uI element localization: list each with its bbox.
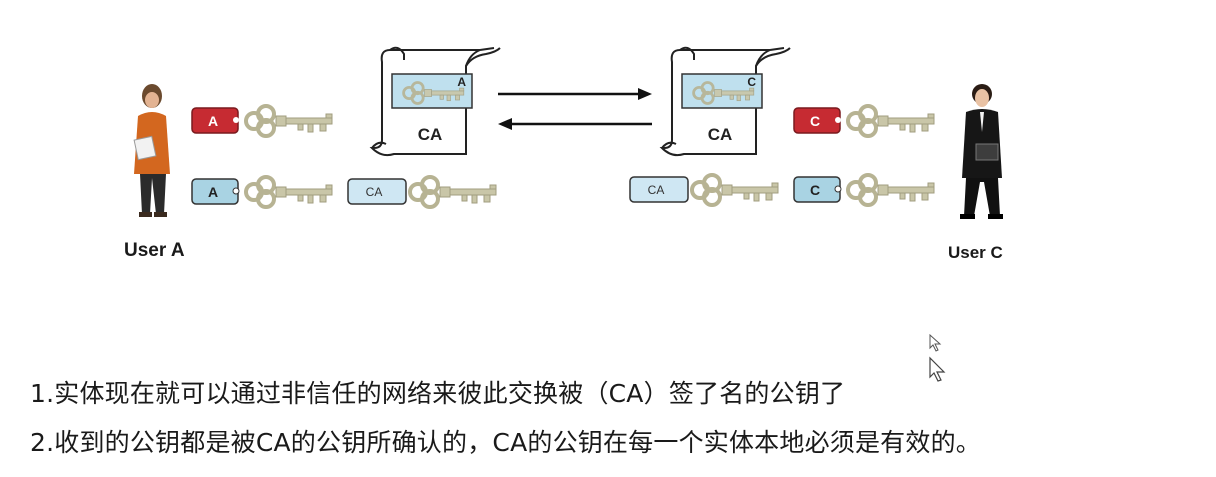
key-ca-left: CA	[347, 175, 498, 209]
cursor-icon	[929, 356, 946, 382]
certificate-exchange-diagram: A A CA A CA C CA	[124, 46, 1003, 262]
key-a-public: A	[191, 175, 334, 209]
key-c-public-tag: C	[810, 182, 820, 198]
user-c-figure	[960, 84, 1003, 219]
user-a-label: User A	[124, 240, 185, 261]
certificate-right-label: CA	[708, 125, 733, 144]
caption-line-1: 1.实体现在就可以通过非信任的网络来彼此交换被（CA）签了名的公钥了	[30, 379, 846, 408]
cursor-small-icon	[929, 334, 942, 352]
certificate-left: A CA	[371, 46, 501, 157]
key-ca-right-tag: CA	[648, 183, 665, 197]
certificate-left-label: CA	[418, 125, 443, 144]
key-a-public-tag: A	[208, 184, 218, 200]
key-a-private: A	[191, 104, 334, 138]
certificate-left-subject: A	[457, 75, 466, 89]
key-c-public: C	[793, 173, 936, 207]
caption-line-2: 2.收到的公钥都是被CA的公钥所确认的，CA的公钥在每一个实体本地必须是有效的。	[30, 428, 981, 457]
arrow-right	[498, 88, 652, 100]
certificate-right-subject: C	[747, 75, 756, 89]
arrow-left	[498, 118, 652, 130]
key-ca-left-tag: CA	[366, 185, 383, 199]
user-c-label: User C	[948, 243, 1003, 262]
user-a-figure	[133, 84, 170, 217]
key-c-private-tag: C	[810, 113, 820, 129]
certificate-right: C CA	[661, 46, 791, 157]
key-ca-right: CA	[629, 173, 780, 207]
key-a-private-tag: A	[208, 113, 218, 129]
key-c-private: C	[793, 104, 936, 138]
